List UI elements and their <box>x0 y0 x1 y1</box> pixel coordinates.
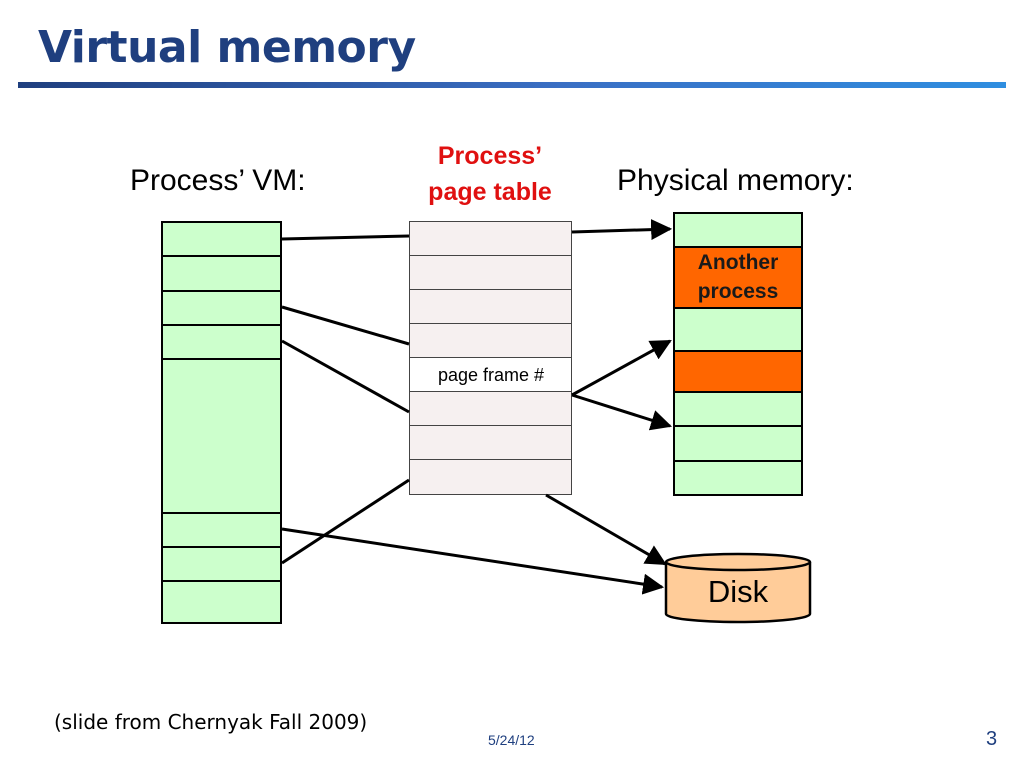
vm-page-7 <box>161 580 282 624</box>
page-table-title: Process’ page table <box>405 138 575 210</box>
slide-date: 5/24/12 <box>488 732 535 748</box>
disk-icon <box>664 552 812 624</box>
frame-5 <box>673 460 803 496</box>
frame-2 <box>673 307 803 352</box>
another-process-line2: process <box>697 280 779 303</box>
pt6-to-frame3-arrow <box>571 393 673 431</box>
pt1-to-frame1-arrow <box>571 219 673 241</box>
slide-page-number: 3 <box>986 728 998 750</box>
pt8-to-disk-arrow <box>545 493 667 566</box>
vm1-to-pt1-line <box>281 234 410 241</box>
page-table-entry-4 <box>409 323 572 359</box>
page-table-entry-8 <box>409 459 572 495</box>
vm-page-3 <box>161 290 282 326</box>
page-table-entry-7 <box>409 425 572 461</box>
physical-memory-label: Physical memory: <box>617 164 854 197</box>
disk-label: Disk <box>707 574 769 609</box>
vm5-to-disk-arrow <box>281 527 665 595</box>
frame-1 <box>673 212 803 248</box>
slide-title: Virtual memory <box>38 22 416 73</box>
vm3-to-pt4-line <box>281 305 410 346</box>
process-vm-label: Process’ VM: <box>130 164 306 197</box>
vm4-to-pt6-line <box>281 339 410 414</box>
page-frame-number-label: page frame # <box>437 365 545 385</box>
vm-page-1 <box>161 221 282 257</box>
title-underline <box>18 82 1006 88</box>
page-table-title-line2: page table <box>428 178 552 206</box>
page-table-title-line1: Process’ <box>437 142 543 170</box>
vm6-to-pt8-line <box>281 478 410 565</box>
another-process-line1: Another <box>697 251 779 274</box>
frame-another-process <box>673 246 803 309</box>
another-process-label: Another process <box>674 248 802 306</box>
slide-source-note: (slide from Chernyak Fall 2009) <box>54 710 368 734</box>
pt5-to-frame2-arrow <box>571 339 672 397</box>
page-table-entry-6 <box>409 391 572 427</box>
page-table-entry-3 <box>409 289 572 325</box>
